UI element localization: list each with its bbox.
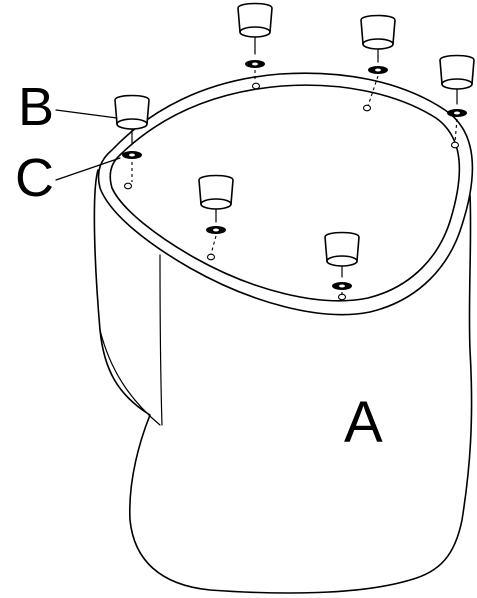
hole-4 (450, 141, 460, 149)
label-c: C (15, 148, 54, 208)
hole-5 (206, 253, 216, 261)
leader-b (55, 109, 118, 119)
foot-2 (237, 2, 273, 82)
foot-3 (360, 14, 396, 107)
screw-holes (123, 82, 460, 301)
leader-c (55, 157, 121, 181)
hole-2 (251, 82, 261, 90)
foot-1 (114, 94, 150, 182)
foot-5 (198, 174, 234, 255)
foot-4 (439, 54, 475, 143)
hole-1 (123, 182, 133, 190)
seat-rim-inner (109, 84, 461, 302)
foot-6 (324, 231, 360, 295)
label-b: B (18, 77, 54, 137)
feet-group (114, 2, 475, 295)
leader-lines (55, 109, 121, 181)
hole-3 (362, 104, 372, 112)
hole-6 (337, 293, 347, 301)
label-a: A (344, 390, 383, 455)
seat-rim (97, 72, 474, 316)
body-lower-curve (99, 329, 161, 426)
body-side-seam (159, 254, 163, 426)
